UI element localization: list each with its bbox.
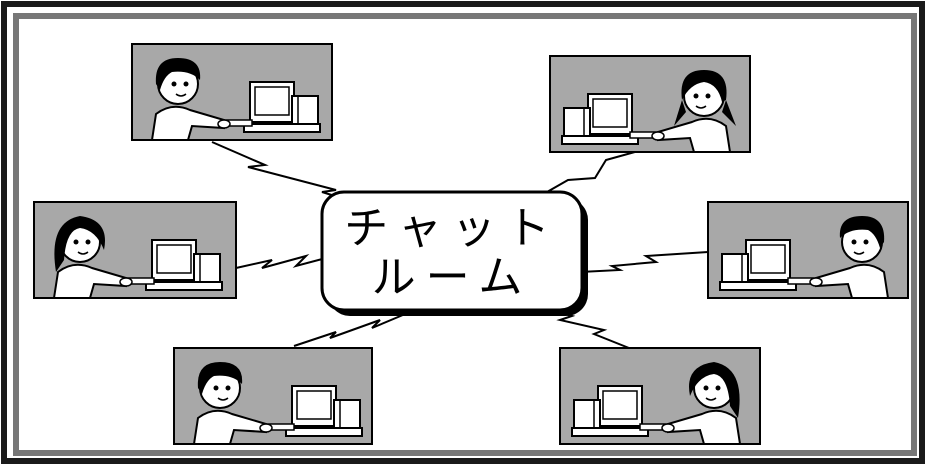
user-avatar [192,362,273,445]
bolt-middle-right [579,251,709,273]
computer-icon [243,81,321,133]
user-avatar [150,58,231,141]
user-avatar [651,70,736,153]
bolt-middle-left [235,254,327,269]
user-nodes [33,43,909,445]
user-top-left-panel [131,43,333,141]
panel-scene [150,58,321,141]
chat-room-hub: チャット ルーム [320,190,588,316]
panel-scene [192,362,363,445]
computer-icon [571,385,649,437]
hub-title-line2: ルーム [372,252,533,303]
user-middle-right-panel [707,201,909,299]
bolt-top-right [539,149,643,197]
hub-title-line1: チャット [344,203,560,254]
hub-box [320,190,584,312]
user-top-right-panel [549,55,751,153]
panel-scene [719,216,890,299]
user-bottom-right-panel [559,347,761,445]
panel-scene [561,70,736,153]
user-avatar [809,216,890,299]
panel-scene [52,216,223,299]
computer-icon [561,93,639,145]
computer-icon [719,239,797,291]
user-avatar [661,362,742,445]
user-middle-left-panel [33,201,237,299]
computer-icon [145,239,223,291]
user-avatar [52,216,133,299]
computer-icon [285,385,363,437]
panel-scene [571,362,742,445]
bolt-bottom-left [293,311,411,347]
user-bottom-left-panel [173,347,373,445]
